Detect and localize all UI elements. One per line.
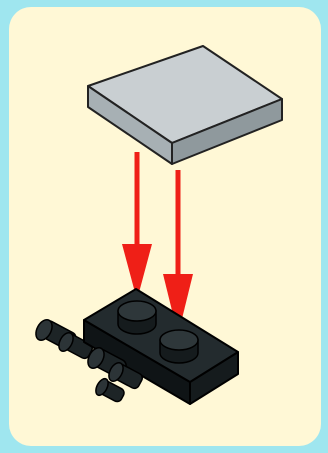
stud (118, 301, 156, 334)
arrow-left (122, 152, 152, 300)
flat-tile-2x2 (88, 46, 282, 164)
plate-with-wheel-holders (33, 289, 238, 404)
stud (160, 330, 198, 363)
